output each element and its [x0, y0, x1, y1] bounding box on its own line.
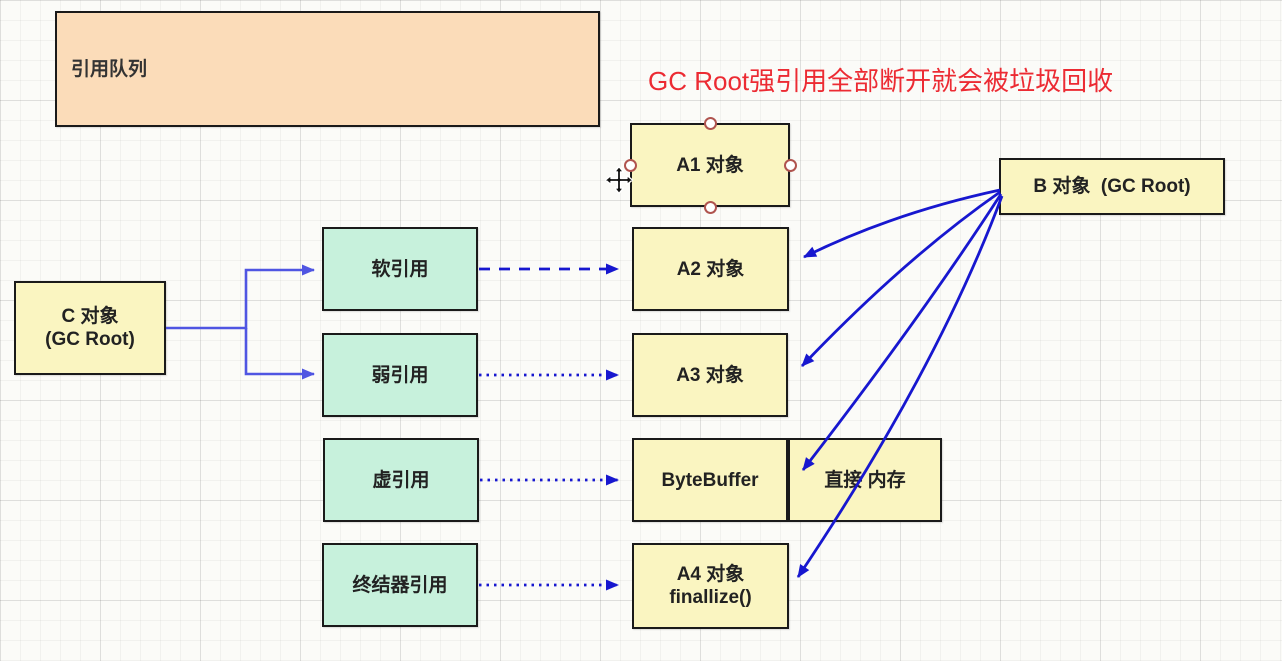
- node-direct-memory[interactable]: 直接 内存: [788, 438, 942, 522]
- edge-b-to-a3[interactable]: [800, 190, 1001, 367]
- node-a1-object[interactable]: A1 对象: [630, 123, 790, 207]
- node-a1-label: A1 对象: [676, 154, 744, 176]
- edge-b-to-a2[interactable]: [803, 188, 1001, 259]
- move-cursor-icon: [604, 165, 634, 195]
- node-bytebuffer[interactable]: ByteBuffer: [632, 438, 788, 522]
- node-a4-sublabel: finallize(): [669, 587, 752, 608]
- selection-handle-bottom[interactable]: [704, 201, 717, 214]
- node-a2-object[interactable]: A2 对象: [632, 227, 789, 311]
- node-soft-reference[interactable]: 软引用: [322, 227, 478, 311]
- node-a4-object-finalize[interactable]: A4 对象 finallize(): [632, 543, 789, 629]
- node-b-object-gc-root[interactable]: B 对象 (GC Root): [999, 158, 1225, 215]
- node-c-object-gc-root[interactable]: C 对象 (GC Root): [14, 281, 166, 375]
- node-weak-reference[interactable]: 弱引用: [322, 333, 478, 417]
- node-reference-queue[interactable]: 引用队列: [55, 11, 600, 127]
- edge-c-to-soft[interactable]: [166, 264, 315, 330]
- node-phantom-reference[interactable]: 虚引用: [323, 438, 479, 522]
- selection-handle-left[interactable]: [624, 159, 637, 172]
- node-soft-reference-label: 软引用: [371, 258, 429, 280]
- node-reference-queue-label: 引用队列: [71, 58, 148, 80]
- node-a4-label: A4 对象: [676, 564, 745, 585]
- gc-root-annotation: GC Root强引用全部断开就会被垃圾回收: [648, 66, 1114, 96]
- node-b-label: B 对象 (GC Root): [1033, 176, 1191, 197]
- selection-handle-right[interactable]: [784, 159, 797, 172]
- node-finalizer-reference-label: 终结器引用: [352, 574, 448, 596]
- node-a2-label: A2 对象: [676, 258, 745, 280]
- node-c-label: C 对象: [61, 306, 119, 327]
- selection-handle-top[interactable]: [704, 117, 717, 130]
- edge-b-to-direct-memory[interactable]: [801, 193, 1003, 471]
- node-finalizer-reference[interactable]: 终结器引用: [322, 543, 478, 627]
- node-a3-object[interactable]: A3 对象: [632, 333, 788, 417]
- node-weak-reference-label: 弱引用: [371, 364, 429, 386]
- node-phantom-reference-label: 虚引用: [372, 469, 430, 491]
- node-bytebuffer-label: ByteBuffer: [661, 469, 759, 491]
- node-direct-memory-label: 直接 内存: [824, 469, 906, 491]
- node-a3-label: A3 对象: [676, 364, 744, 386]
- edge-c-to-weak[interactable]: [244, 328, 315, 380]
- node-c-sublabel: (GC Root): [45, 329, 135, 350]
